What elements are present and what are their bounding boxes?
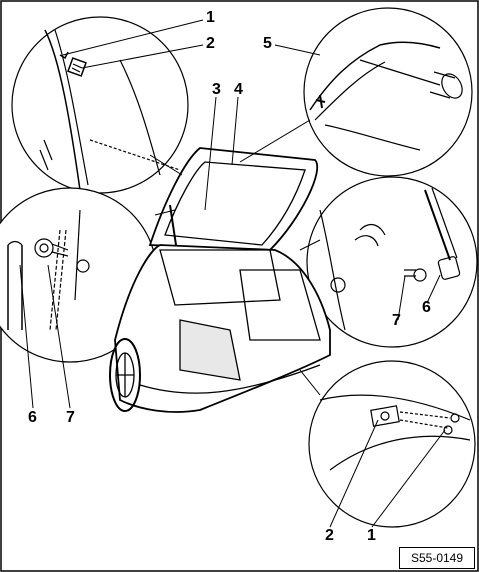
detail-circle-left bbox=[0, 187, 158, 363]
callout-1-top: 1 bbox=[206, 9, 215, 26]
callout-6-right: 6 bbox=[422, 299, 431, 316]
callout-3: 3 bbox=[212, 81, 221, 98]
car-body bbox=[109, 147, 331, 413]
figure-code: S55-0149 bbox=[399, 547, 475, 569]
callout-6-left: 6 bbox=[28, 409, 37, 426]
leader-lines bbox=[19, 19, 446, 528]
callout-1-bottom: 1 bbox=[367, 527, 376, 544]
callout-4: 4 bbox=[234, 81, 243, 98]
callout-5: 5 bbox=[263, 35, 272, 52]
detail-circle-right bbox=[306, 176, 478, 348]
callout-7-left: 7 bbox=[66, 409, 75, 426]
callout-7-right: 7 bbox=[392, 312, 401, 329]
callout-2-bottom: 2 bbox=[325, 527, 334, 544]
detail-circle-bottom-right bbox=[308, 360, 476, 528]
detail-circle-top-left bbox=[11, 16, 189, 194]
callout-2-top: 2 bbox=[206, 35, 215, 52]
detail-circle-top-right bbox=[303, 7, 473, 177]
